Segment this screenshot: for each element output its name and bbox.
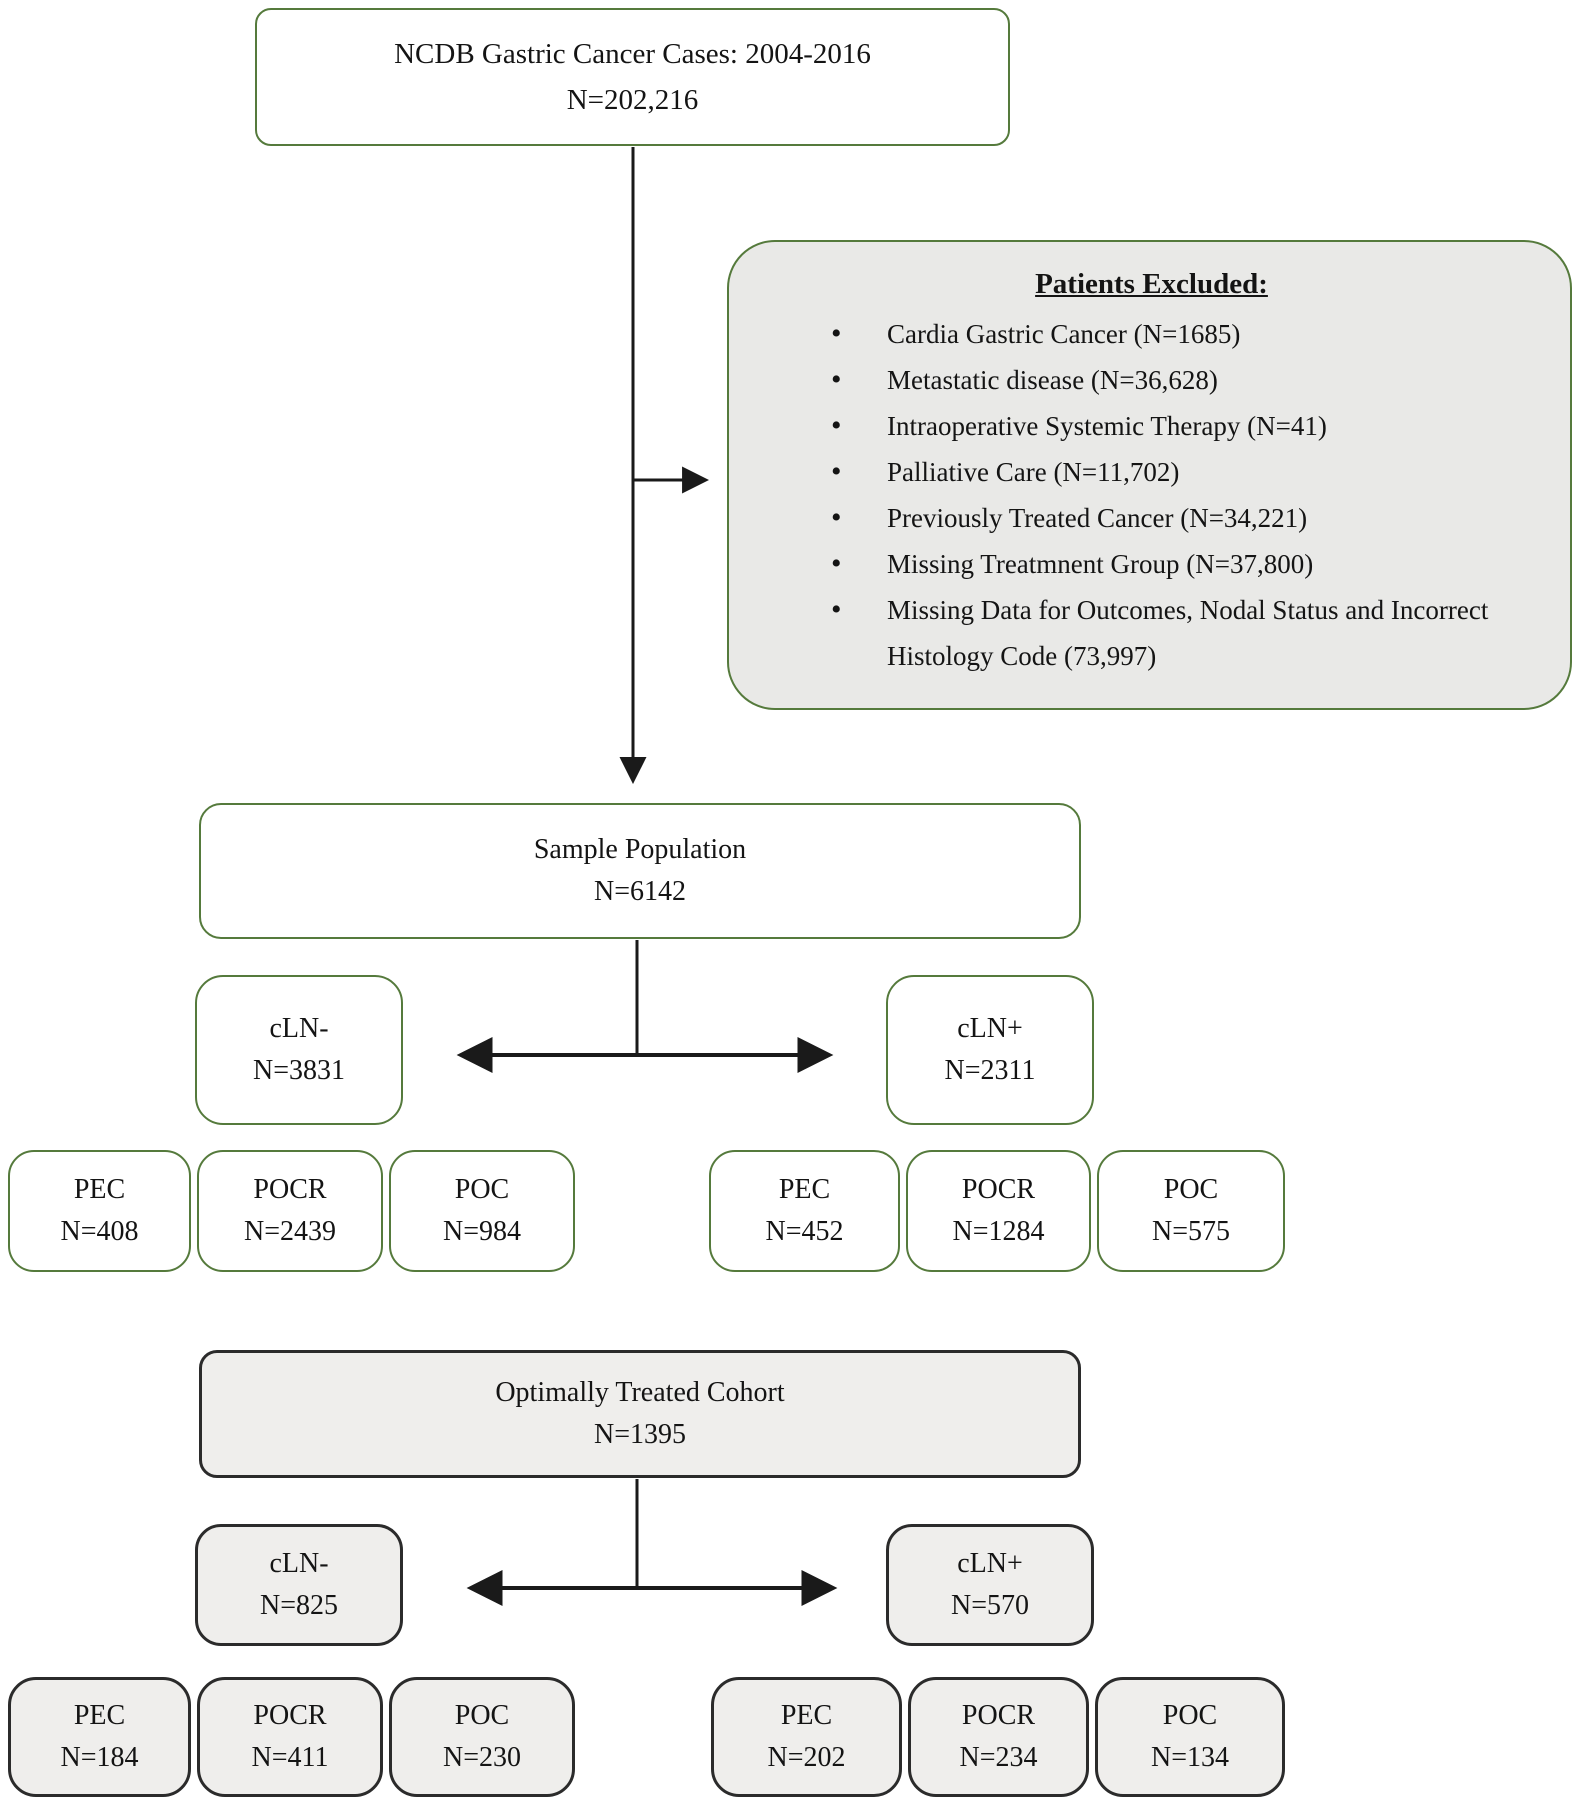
box-line1: NCDB Gastric Cancer Cases: 2004-2016: [394, 38, 871, 70]
box-line2: N=411: [251, 1742, 329, 1773]
excluded-item: Missing Data for Outcomes, Nodal Status …: [821, 587, 1542, 679]
tier2-left-pocr-box: POCR N=411: [197, 1677, 383, 1797]
ncdb-cases-box: NCDB Gastric Cancer Cases: 2004-2016 N=2…: [255, 8, 1010, 146]
box-line2: N=184: [60, 1742, 139, 1773]
box-line1: POC: [454, 1700, 510, 1731]
box-line1: POC: [454, 1174, 510, 1205]
optimally-treated-cohort-box: Optimally Treated Cohort N=1395: [199, 1350, 1081, 1478]
box-line1: cLN-: [269, 1013, 329, 1044]
excluded-item: Previously Treated Cancer (N=34,221): [821, 495, 1542, 541]
tier2-right-poc-box: POC N=134: [1095, 1677, 1285, 1797]
box-line1: POCR: [961, 1700, 1036, 1731]
box-line2: N=202: [767, 1742, 846, 1773]
tier1-left-pocr-box: POCR N=2439: [197, 1150, 383, 1272]
box-line1: PEC: [778, 1174, 831, 1205]
tier1-left-poc-box: POC N=984: [389, 1150, 575, 1272]
tier2-right-pocr-box: POCR N=234: [908, 1677, 1089, 1797]
box-line2: N=408: [60, 1216, 139, 1247]
excluded-list: Cardia Gastric Cancer (N=1685) Metastati…: [821, 311, 1542, 679]
tier2-left-poc-box: POC N=230: [389, 1677, 575, 1797]
excluded-item: Metastatic disease (N=36,628): [821, 357, 1542, 403]
excluded-item: Palliative Care (N=11,702): [821, 449, 1542, 495]
tier1-right-pec-box: PEC N=452: [709, 1150, 900, 1272]
tier2-cln-positive-box: cLN+ N=570: [886, 1524, 1094, 1646]
box-line2: N=134: [1150, 1742, 1229, 1773]
box-line2: N=6142: [593, 876, 686, 907]
box-line2: N=1284: [952, 1216, 1045, 1247]
box-line1: Sample Population: [533, 834, 747, 865]
tier1-cln-positive-box: cLN+ N=2311: [886, 975, 1094, 1125]
box-line2: N=1395: [593, 1419, 686, 1450]
box-line1: cLN+: [957, 1548, 1023, 1579]
box-line1: cLN+: [957, 1013, 1023, 1044]
tier1-left-pec-box: PEC N=408: [8, 1150, 191, 1272]
box-line1: PEC: [73, 1174, 126, 1205]
box-line2: N=230: [442, 1742, 521, 1773]
box-line2: N=234: [959, 1742, 1038, 1773]
box-line2: N=575: [1151, 1216, 1230, 1247]
excluded-item: Cardia Gastric Cancer (N=1685): [821, 311, 1542, 357]
box-line2: N=570: [950, 1590, 1029, 1621]
box-line2: N=452: [765, 1216, 844, 1247]
tier2-left-pec-box: PEC N=184: [8, 1677, 191, 1797]
box-line1: Optimally Treated Cohort: [495, 1377, 785, 1408]
box-line1: POCR: [961, 1174, 1036, 1205]
tier2-cln-negative-box: cLN- N=825: [195, 1524, 403, 1646]
box-line1: POC: [1163, 1174, 1219, 1205]
tier1-right-pocr-box: POCR N=1284: [906, 1150, 1091, 1272]
box-line1: PEC: [780, 1700, 833, 1731]
box-line1: POC: [1162, 1700, 1218, 1731]
box-line1: POCR: [253, 1174, 327, 1205]
tier2-right-pec-box: PEC N=202: [711, 1677, 902, 1797]
tier1-cln-negative-box: cLN- N=3831: [195, 975, 403, 1125]
box-line1: cLN-: [269, 1548, 329, 1579]
box-line2: N=3831: [252, 1055, 345, 1086]
box-line2: N=2311: [944, 1055, 1036, 1086]
box-line1: PEC: [73, 1700, 126, 1731]
excluded-item: Missing Treatmnent Group (N=37,800): [821, 541, 1542, 587]
box-line2: N=202,216: [566, 84, 699, 116]
excluded-title: Patients Excluded:: [1035, 268, 1268, 300]
patients-excluded-box: Patients Excluded: Cardia Gastric Cancer…: [727, 240, 1572, 710]
sample-population-box: Sample Population N=6142: [199, 803, 1081, 939]
box-line2: N=2439: [243, 1216, 336, 1247]
box-line1: POCR: [253, 1700, 327, 1731]
box-line2: N=825: [259, 1590, 338, 1621]
tier1-right-poc-box: POC N=575: [1097, 1150, 1285, 1272]
excluded-item: Intraoperative Systemic Therapy (N=41): [821, 403, 1542, 449]
box-line2: N=984: [442, 1216, 521, 1247]
